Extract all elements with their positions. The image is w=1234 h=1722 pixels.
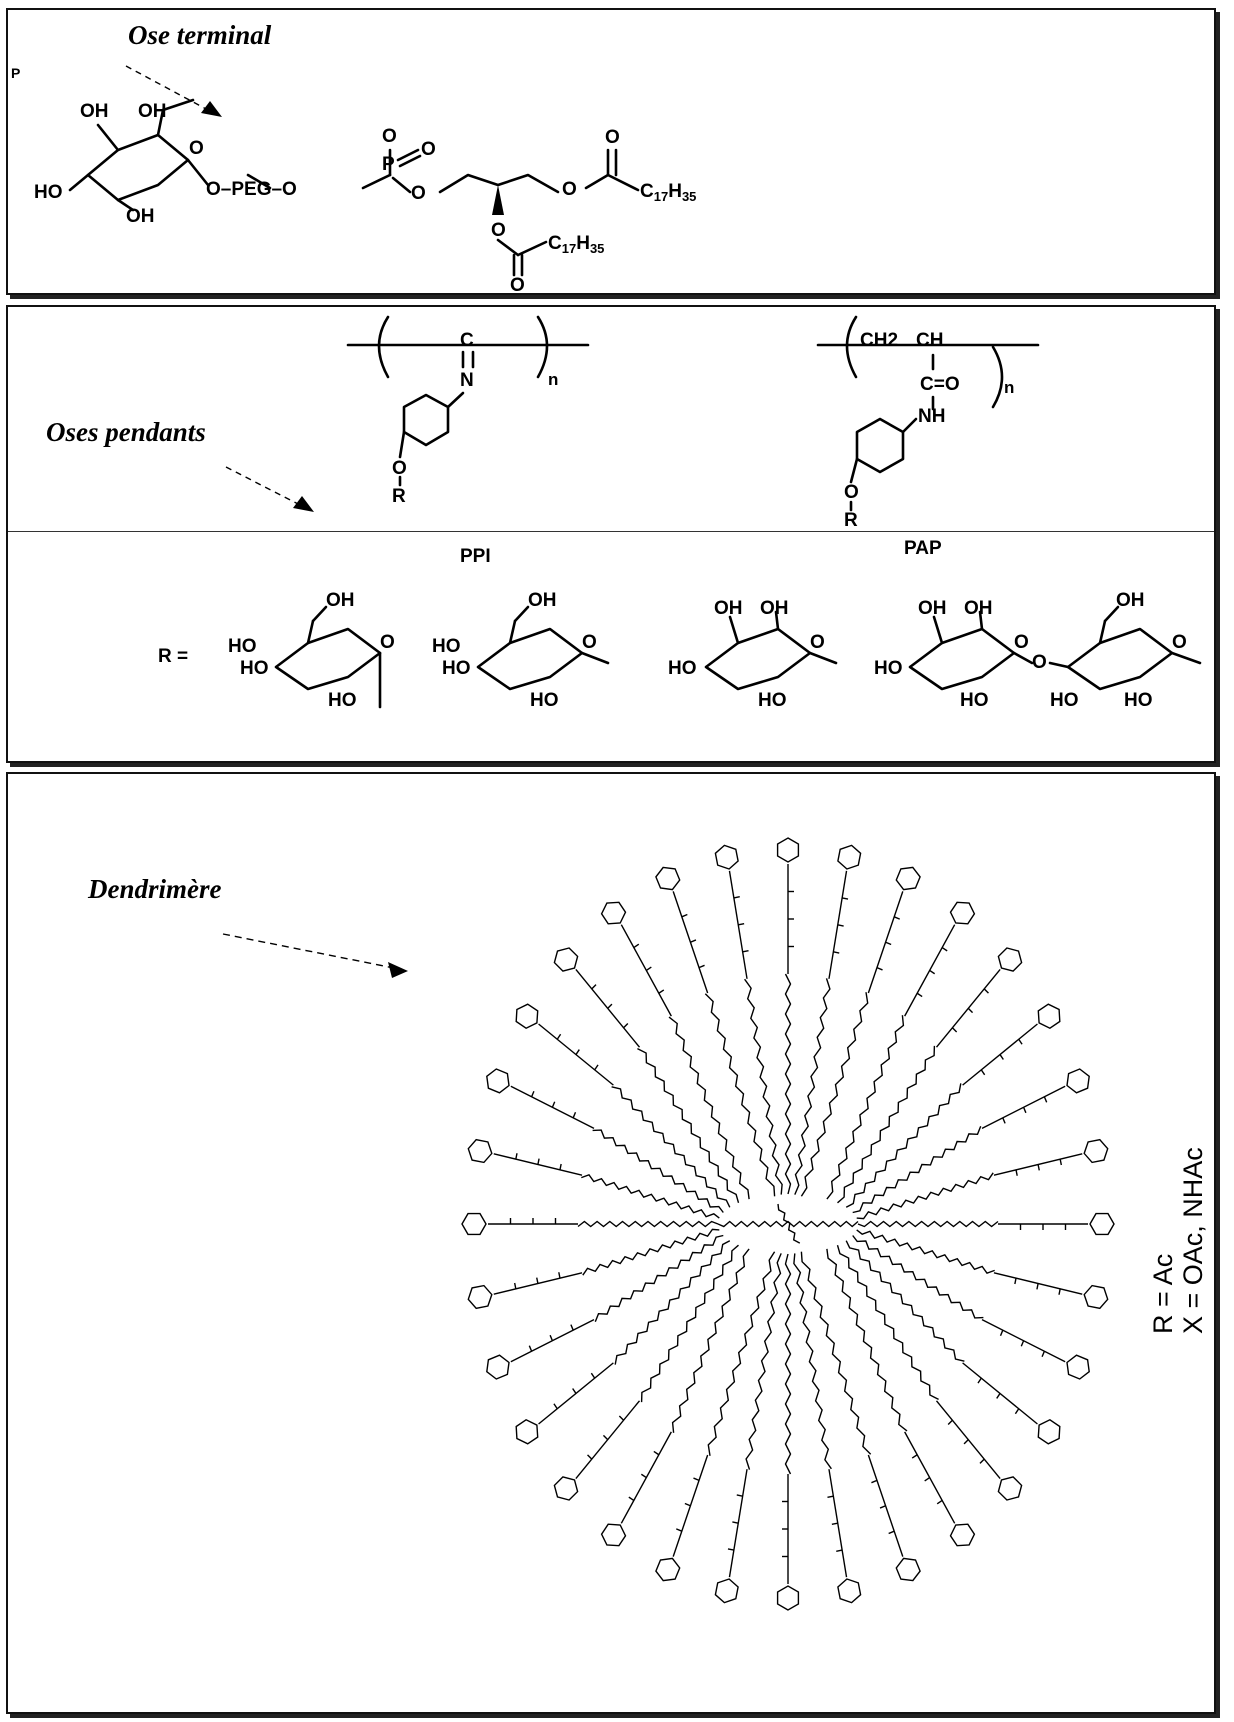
- panel-oses-pendants: Oses pendants: [6, 305, 1216, 763]
- legend-x-equals: X = OAc, NHAc: [1178, 1147, 1208, 1334]
- r-equals-label: R =: [158, 646, 189, 667]
- ho-label: HO: [432, 636, 461, 657]
- ho-label: HO: [758, 690, 787, 711]
- carbonyl-oxygen-label: O: [605, 127, 620, 148]
- oh-label: OH: [326, 590, 355, 611]
- glycosidic-oxygen-label: O: [1032, 652, 1047, 673]
- alkyl-chain-label: C17H35: [640, 181, 697, 204]
- ho-label: HO: [34, 182, 63, 203]
- ester-oxygen-label: O: [562, 179, 577, 200]
- ester-oxygen-label: O: [491, 220, 506, 241]
- pendant-structures-bonds: [225, 315, 1202, 709]
- carbonyl-label: C=O: [920, 374, 960, 395]
- section-divider: [8, 531, 1214, 532]
- phosphorus-label: P: [382, 154, 395, 175]
- corner-mark: P: [11, 65, 21, 81]
- oh-label: OH: [714, 598, 743, 619]
- ho-label: HO: [1050, 690, 1079, 711]
- oxygen-label: O: [844, 482, 859, 503]
- carbonyl-oxygen-label: O: [510, 275, 525, 296]
- legend-r-equals: R = Ac: [1148, 1253, 1178, 1334]
- ho-label: HO: [960, 690, 989, 711]
- oxygen-anion-label: O: [382, 126, 397, 147]
- panel-dendrimere: Dendrimère R = Ac X = OAc, NHAc: [6, 772, 1216, 1714]
- oh-label: OH: [138, 101, 167, 122]
- terminal-structure-bonds: [68, 65, 640, 277]
- panel-title-ose-terminal: Ose terminal: [128, 20, 272, 50]
- ring-oxygen-label: O: [189, 138, 204, 159]
- ring-oxygen-label: O: [380, 632, 395, 653]
- ring-oxygen-label: O: [1172, 632, 1187, 653]
- subscript-n: n: [548, 370, 559, 389]
- oh-label: OH: [964, 598, 993, 619]
- nh-label: NH: [918, 406, 946, 427]
- ho-label: HO: [442, 658, 471, 679]
- carbon-label: C: [460, 330, 474, 351]
- oh-label: OH: [918, 598, 947, 619]
- nitrogen-label: N: [460, 370, 474, 391]
- dendrimer-arrow: [222, 933, 408, 978]
- oh-label: OH: [760, 598, 789, 619]
- subscript-n: n: [1004, 378, 1015, 397]
- ho-label: HO: [530, 690, 559, 711]
- ho-label: HO: [874, 658, 903, 679]
- panel-title-dendrimere: Dendrimère: [88, 874, 222, 904]
- oh-label: OH: [80, 101, 109, 122]
- ring-oxygen-label: O: [1014, 632, 1029, 653]
- oxygen-ester-label: O: [411, 183, 426, 204]
- oh-label: OH: [1116, 590, 1145, 611]
- alkyl-chain-label: C17H35: [548, 233, 605, 256]
- oh-label: OH: [528, 590, 557, 611]
- ho-label: HO: [1124, 690, 1153, 711]
- ch2-label: CH2: [860, 330, 899, 351]
- oxygen-label: O: [392, 458, 407, 479]
- ring-oxygen-label: O: [582, 632, 597, 653]
- r-group-label: R: [392, 486, 406, 507]
- oh-label: OH: [126, 206, 155, 227]
- ho-label: HO: [328, 690, 357, 711]
- peg-linker-label: O–PEG–O: [206, 179, 297, 200]
- panel-title-oses-pendants: Oses pendants: [46, 417, 206, 447]
- ring-oxygen-label: O: [810, 632, 825, 653]
- polymer-name-ppi: PPI: [460, 546, 491, 567]
- ch-label: CH: [916, 330, 944, 351]
- ho-label: HO: [668, 658, 697, 679]
- panel-ose-terminal: Ose terminal P OH OH HO OH O O–PE: [6, 8, 1216, 295]
- oxygen-double-label: O: [421, 139, 436, 160]
- ho-label: HO: [240, 658, 269, 679]
- dendrimer-structure: [461, 837, 1115, 1611]
- r-group-label: R: [844, 510, 858, 531]
- polymer-name-pap: PAP: [904, 538, 942, 559]
- ho-label: HO: [228, 636, 257, 657]
